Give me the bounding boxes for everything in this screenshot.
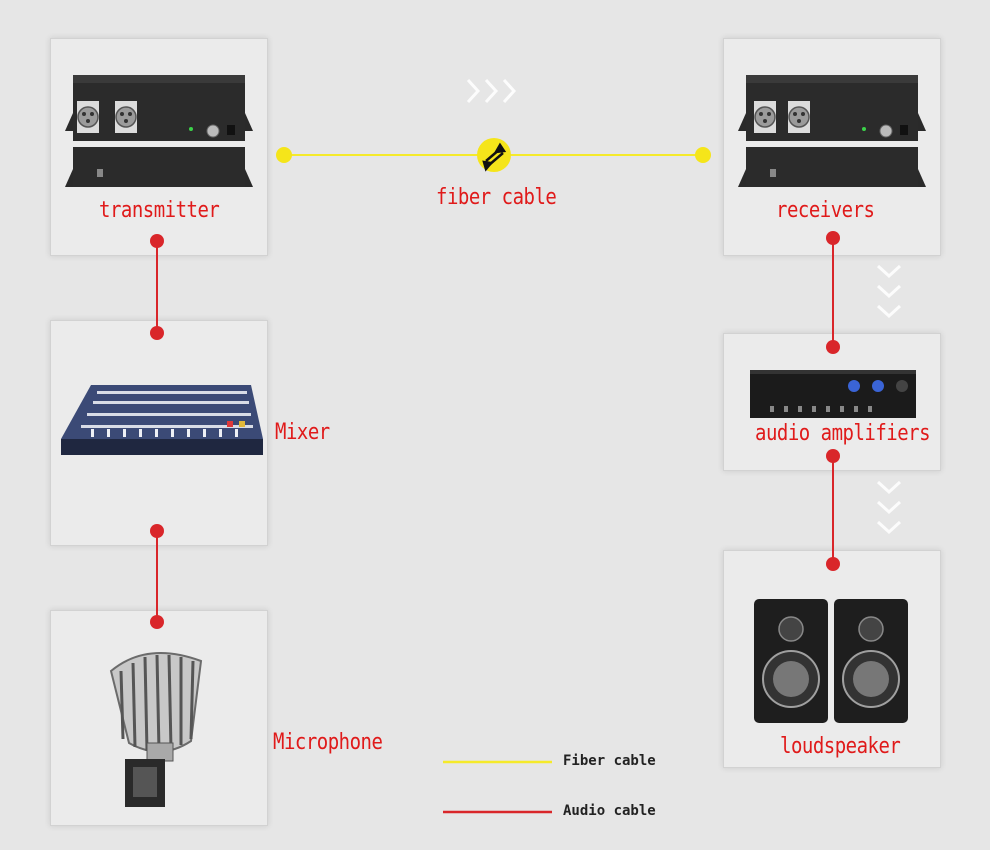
loudspeaker-label: loudspeaker	[780, 733, 901, 759]
receivers-card: receivers	[723, 38, 941, 256]
fiber-endpoint-right	[695, 147, 711, 163]
receiver-device-image	[738, 75, 926, 187]
legend-audio-label: Audio cable	[563, 803, 656, 819]
audio-amplifiers-label: audio amplifiers	[755, 420, 931, 446]
receivers-label: receivers	[776, 197, 875, 223]
loudspeaker-image	[754, 599, 908, 723]
mixer-image	[61, 385, 263, 455]
direction-chevrons-right	[466, 78, 517, 104]
transmitter-device-image	[65, 75, 253, 187]
audio-amplifiers-card: audio amplifiers	[723, 333, 941, 471]
mixer-label: Mixer	[275, 419, 330, 445]
legend-fiber-label: Fiber cable	[563, 753, 656, 769]
fiber-endpoint-left	[276, 147, 292, 163]
microphone-card: Microphone	[50, 610, 383, 826]
mixer-card: Mixer	[50, 320, 330, 546]
fiber-cable-label: fiber cable	[436, 184, 557, 210]
audio-amplifier-image	[750, 370, 916, 418]
direction-chevrons-down-2	[876, 480, 902, 535]
direction-chevrons-down-1	[876, 264, 902, 319]
microphone-image	[109, 652, 203, 807]
loudspeaker-card: loudspeaker	[723, 550, 941, 768]
transmitter-card: transmitter	[50, 38, 268, 256]
transmitter-label: transmitter	[99, 197, 220, 223]
microphone-label: Microphone	[273, 729, 383, 755]
